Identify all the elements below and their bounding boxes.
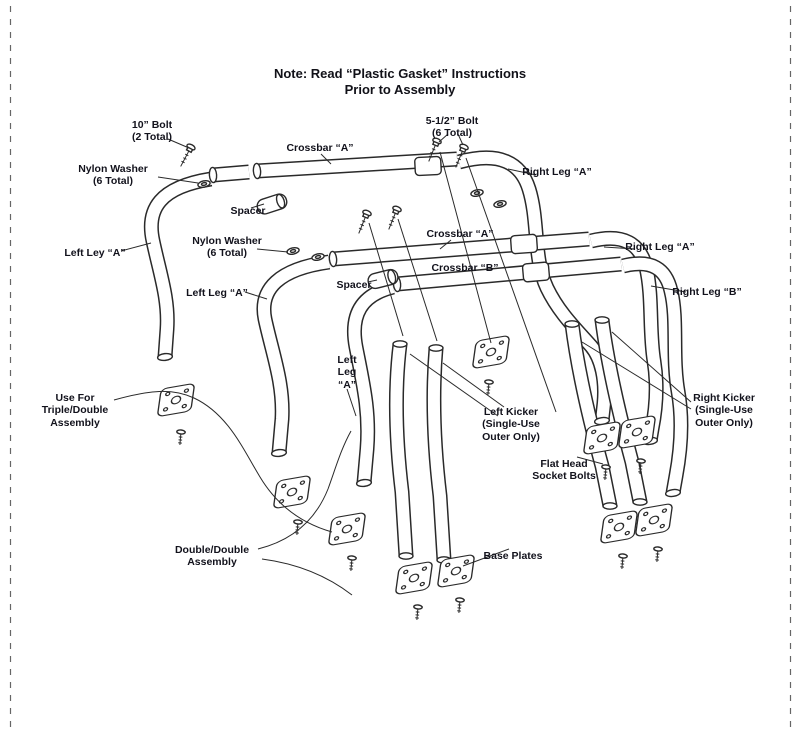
label-flat-head-socket-bolts: Flat Head Socket Bolts <box>532 458 596 483</box>
label-base-plates: Base Plates <box>483 550 543 562</box>
trim-marks <box>9 6 792 732</box>
base-plate <box>634 502 674 538</box>
label-crossbar-b: Crossbar “B” <box>431 262 499 274</box>
nylon-washer <box>492 198 508 210</box>
label-double-double-assembly: Double/Double Assembly <box>174 544 250 569</box>
left-leg-a-mid-tube <box>256 254 331 454</box>
right-leg-a-top-tube <box>457 150 612 422</box>
crossbar-b-tube <box>396 256 622 292</box>
label-crossbar-a-mid: Crossbar “A” <box>426 228 494 240</box>
base-plate <box>156 382 196 418</box>
label-right-leg-a-top: Right Leg “A” <box>522 166 592 178</box>
base-plate <box>471 334 511 370</box>
label-spacer-mid: Spacer <box>336 279 372 291</box>
flat-head-socket-bolt <box>411 603 424 622</box>
five-half-inch-bolt <box>353 208 373 236</box>
label-10-inch-bolt: 10” Bolt (2 Total) <box>131 119 173 144</box>
five-half-inch-bolt <box>383 204 403 232</box>
crossbar-sleeve <box>521 261 551 283</box>
flat-head-socket-bolt <box>174 428 187 447</box>
label-nylon-washer-mid: Nylon Washer (6 Total) <box>192 235 262 260</box>
base-plate <box>599 509 639 545</box>
label-nylon-washer-top: Nylon Washer (6 Total) <box>78 163 148 188</box>
left-kicker-tube-1 <box>388 343 414 557</box>
note-title: Note: Read “Plastic Gasket” Instructions… <box>274 66 526 99</box>
note-title-line2: Prior to Assembly <box>344 82 456 98</box>
flat-head-socket-bolt <box>345 554 358 573</box>
note-title-line1: Note: Read “Plastic Gasket” Instructions <box>273 66 527 81</box>
flat-head-socket-bolt <box>651 545 664 564</box>
label-left-ley-a: Left Ley “A” <box>64 247 126 259</box>
right-leg-a-mid-tube <box>589 230 664 443</box>
flat-head-socket-bolt <box>453 596 466 615</box>
left-leg-a-top-tube <box>143 171 213 358</box>
label-crossbar-a-top: Crossbar “A” <box>286 142 354 154</box>
leader-lines <box>113 133 692 596</box>
base-plate <box>394 560 434 596</box>
right-kicker-tube-1 <box>564 323 618 508</box>
base-plate <box>327 511 367 547</box>
label-left-kicker: Left Kicker (Single-Use Outer Only) <box>482 406 540 443</box>
label-right-kicker: Right Kicker (Single-Use Outer Only) <box>693 392 755 429</box>
label-right-leg-b: Right Leg “B” <box>672 286 742 298</box>
right-kicker-tube-2 <box>594 319 648 504</box>
label-spacer-top: Spacer <box>230 205 266 217</box>
crossbar-a-mid-tube <box>332 231 590 267</box>
base-plate <box>272 474 312 510</box>
flat-head-socket-bolt <box>616 552 629 571</box>
crossbar-sleeve <box>413 155 443 177</box>
crossbar-sleeve <box>509 233 539 255</box>
label-left-leg-a-mid: Left Leg “A” <box>186 287 248 299</box>
label-5-half-inch-bolt: 5-1/2” Bolt (6 Total) <box>425 115 479 140</box>
tubes <box>143 150 689 564</box>
left-kicker-tube-2 <box>426 347 452 561</box>
label-right-leg-a-mid: Right Leg “A” <box>625 241 695 253</box>
label-left-leg-a-center: Left Leg “A” <box>337 354 357 391</box>
left-leg-a-center-tube <box>346 279 396 484</box>
right-leg-b-tube <box>621 256 689 495</box>
label-use-for-triple-double: Use For Triple/Double Assembly <box>41 392 109 429</box>
tube-end-caps <box>156 162 682 564</box>
crossbar-a-top-stub-tube <box>212 164 250 183</box>
nylon-washer <box>285 245 301 257</box>
